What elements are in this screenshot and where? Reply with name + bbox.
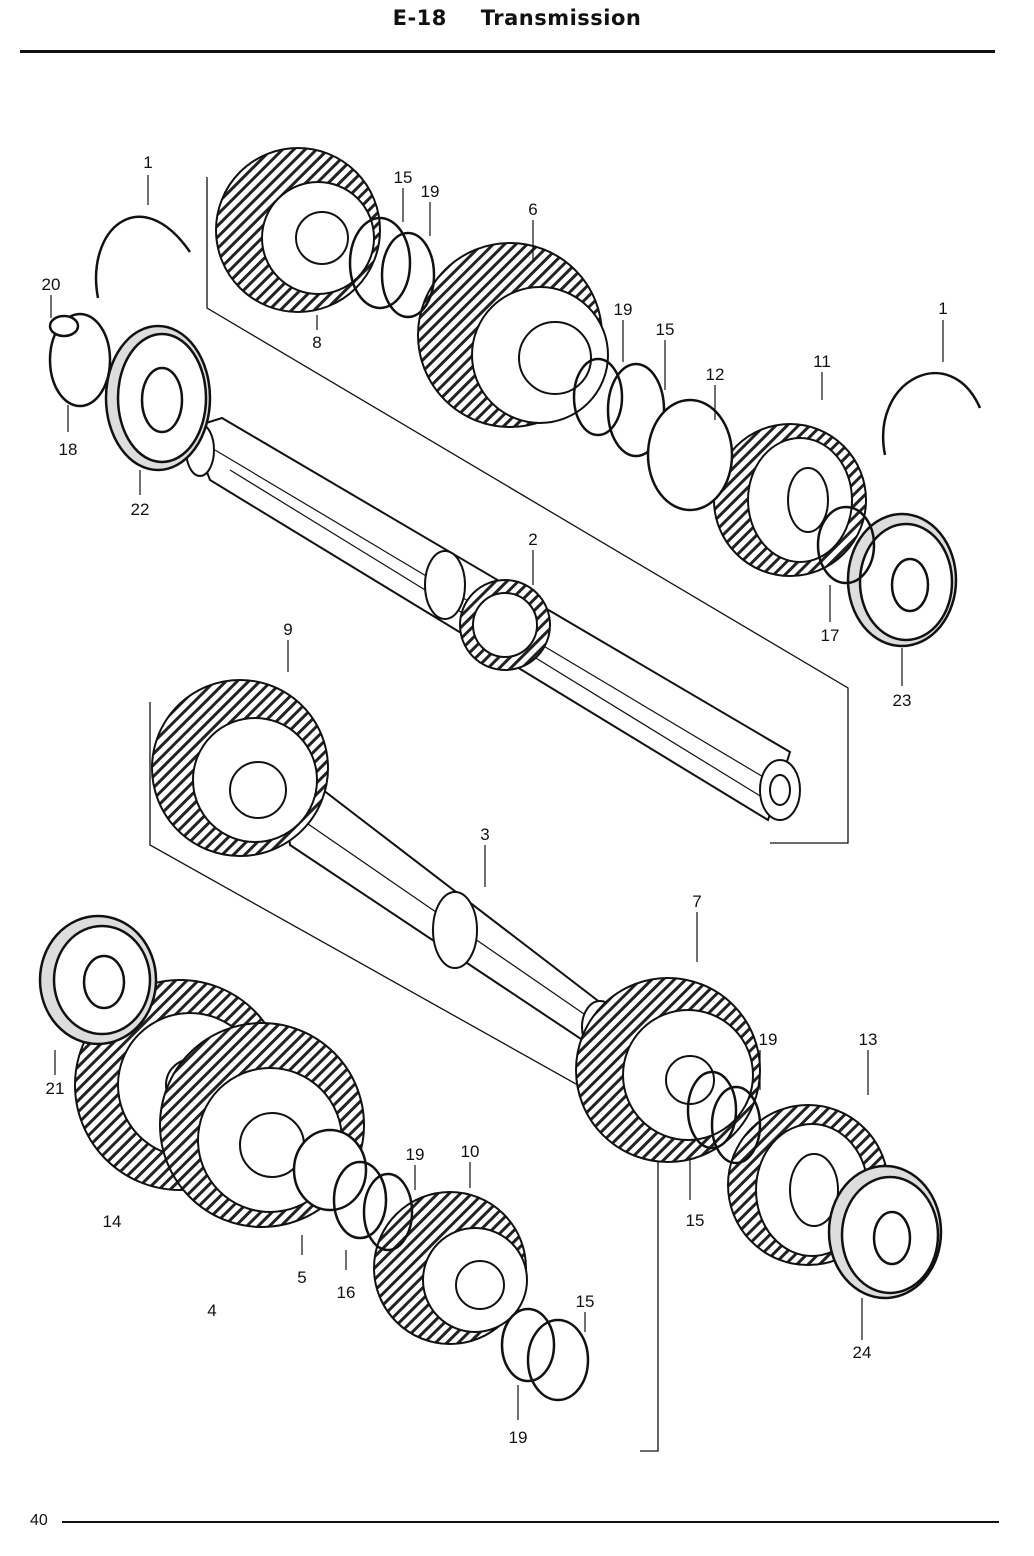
gears	[74, 147, 889, 1345]
leader-lines	[50, 175, 944, 1420]
callout-17: 17	[821, 626, 840, 645]
callout-15: 15	[686, 1211, 705, 1230]
header-rule	[20, 50, 995, 53]
footer-rule	[62, 1521, 999, 1523]
circlip-19a	[380, 231, 436, 319]
callout-19: 19	[509, 1428, 528, 1447]
gear-8	[215, 147, 381, 313]
circlip-1a	[94, 215, 192, 299]
callout-19: 19	[759, 1030, 778, 1049]
gear-11	[713, 423, 867, 577]
callout-9: 9	[283, 620, 292, 639]
washer-15c	[686, 1070, 738, 1150]
callout-23: 23	[893, 691, 912, 710]
callout-1: 1	[938, 299, 947, 318]
callout-1: 1	[143, 153, 152, 172]
callout-13: 13	[859, 1030, 878, 1049]
bearing-21	[38, 914, 158, 1046]
callout-3: 3	[480, 825, 489, 844]
circlip-19b	[572, 357, 624, 437]
gear-9	[151, 679, 329, 857]
section-code: E-18	[392, 6, 447, 30]
callout-15: 15	[394, 168, 413, 187]
callout-15: 15	[576, 1292, 595, 1311]
callout-4: 4	[207, 1301, 216, 1320]
callout-19: 19	[614, 300, 633, 319]
bushing-5	[292, 1128, 368, 1212]
callout-10: 10	[461, 1142, 480, 1161]
bearings	[38, 324, 958, 1300]
callout-22: 22	[131, 500, 150, 519]
callout-24: 24	[853, 1343, 872, 1362]
callout-8: 8	[312, 333, 321, 352]
washer-17	[816, 505, 876, 585]
callout-20: 20	[42, 275, 61, 294]
callout-5: 5	[297, 1268, 306, 1287]
bearing-22	[104, 324, 212, 472]
mainshaft-frame	[206, 177, 849, 844]
washer-18	[48, 312, 112, 408]
callout-19: 19	[406, 1145, 425, 1164]
callout-15: 15	[656, 320, 675, 339]
circlip-19d	[362, 1172, 414, 1252]
callout-19: 19	[421, 182, 440, 201]
callout-7: 7	[692, 892, 701, 911]
page-title: E-18 Transmission	[0, 6, 1034, 30]
callout-12: 12	[706, 365, 725, 384]
circlip-19c	[710, 1085, 762, 1165]
circlip-1b	[882, 371, 982, 456]
washer-15d	[526, 1318, 590, 1402]
callout-18: 18	[59, 440, 78, 459]
circlip-19e	[500, 1307, 556, 1383]
callout-14: 14	[103, 1212, 122, 1231]
main-shaft-gear-2	[459, 579, 551, 671]
page-number: 40	[30, 1512, 48, 1529]
callout-11: 11	[813, 352, 831, 371]
bushing-20	[48, 314, 80, 338]
washers-and-clips	[48, 215, 982, 1402]
main-shaft	[185, 416, 801, 822]
section-title: Transmission	[480, 6, 642, 30]
washer-15a	[348, 216, 412, 310]
gear-6	[417, 242, 609, 428]
callout-21: 21	[46, 1079, 65, 1098]
callout-labels: 1 1 2 3 4 5 6 7 8 9 10 11 12 13 14 15 15…	[42, 153, 948, 1447]
callout-6: 6	[528, 200, 537, 219]
washer-16	[332, 1160, 388, 1240]
callout-2: 2	[528, 530, 537, 549]
bearing-24	[827, 1164, 943, 1300]
gear-7	[575, 977, 761, 1163]
bushing-12	[646, 398, 734, 512]
bearing-23	[846, 512, 958, 648]
counter-shaft	[283, 778, 619, 1054]
callout-16: 16	[337, 1283, 356, 1302]
gear-10	[373, 1191, 528, 1345]
